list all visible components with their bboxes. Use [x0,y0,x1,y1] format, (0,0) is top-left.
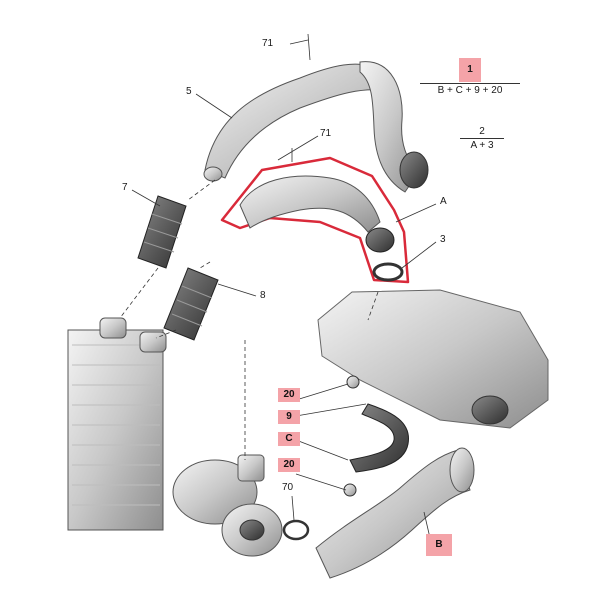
formula-1-numerator: 1 [459,58,481,82]
formula-2: 2 A + 3 [460,126,504,151]
turbocharger [172,454,283,557]
hose-7 [137,195,187,269]
pipe-b-end [449,447,475,493]
formula-2-denominator: A + 3 [470,140,494,151]
formula-1-bar [420,83,520,84]
tag-9: 9 [278,410,300,424]
formula-1-denominator: B + C + 9 + 20 [437,85,503,96]
label-part-a: A [440,196,447,207]
clip-20-lower [343,483,357,497]
upper-air-pipe [204,63,394,179]
tag-20-upper: 20 [278,388,300,402]
tag-b: B [426,534,452,556]
label-part-71-top: 71 [262,38,274,49]
clip-20-upper [346,375,360,389]
formula-2-bar [460,138,504,139]
intake-manifold [317,289,549,429]
tag-20-lower: 20 [278,458,300,472]
upper-pipe-inlet [203,166,223,182]
label-part-8: 8 [260,290,266,301]
duct-clamp [365,227,395,253]
o-ring-70 [282,519,310,541]
air-duct-part [239,175,381,233]
tag-c: C [278,432,300,446]
label-part-70: 70 [282,482,294,493]
label-part-3: 3 [440,234,446,245]
leader-lines [131,33,437,539]
pipe-b [315,449,471,579]
label-part-5: 5 [186,86,192,97]
label-part-7: 7 [122,182,128,193]
upper-pipe-outlet [399,151,429,189]
formula-2-numerator: 2 [479,126,485,137]
manifold-port [471,395,509,425]
intercooler [67,317,167,531]
hose-8 [163,267,219,341]
o-ring-3 [372,262,404,282]
label-part-71-mid: 71 [320,128,332,139]
small-hose-c [349,403,409,473]
formula-1: 1 B + C + 9 + 20 [420,58,520,96]
dashed-guides [119,179,379,460]
